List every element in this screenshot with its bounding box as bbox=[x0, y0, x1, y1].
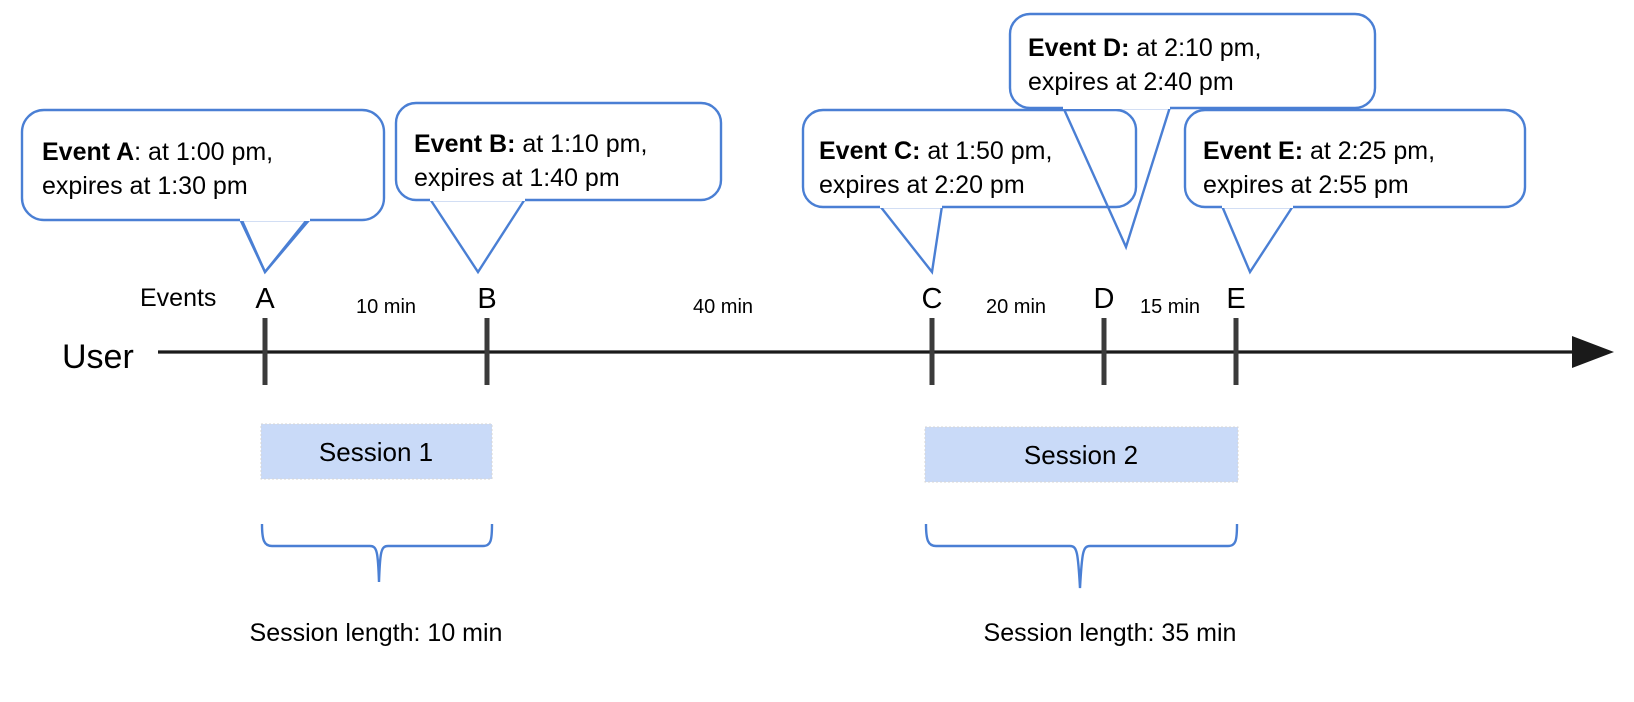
callout-line2-a: expires at 1:30 pm bbox=[42, 172, 248, 200]
callout-sep-c: : bbox=[912, 137, 920, 165]
session-2-brace bbox=[924, 523, 1239, 589]
callout-tail-c bbox=[879, 205, 944, 275]
callout-sep-b: : bbox=[507, 130, 515, 158]
callout-box-b bbox=[394, 101, 723, 202]
callout-tail-e bbox=[1220, 205, 1295, 275]
callout-text-e: Event E: at 2:25 pm, expires at 2:55 pm bbox=[1203, 137, 1442, 199]
session-1-brace bbox=[260, 523, 494, 583]
callout-tail-d bbox=[1061, 106, 1172, 251]
events-row-label: Events bbox=[140, 284, 216, 312]
session-1-length-label: Session length: 10 min bbox=[250, 619, 503, 647]
session-1-group[interactable]: Session 1 Session length: 10 min bbox=[250, 423, 503, 647]
callout-event-d[interactable]: Event D: at 2:10 pm, expires at 2:40 pm bbox=[1008, 12, 1377, 251]
callout-box-a bbox=[20, 108, 386, 222]
callout-tail-b bbox=[428, 198, 527, 275]
callout-lead-e: Event E bbox=[1203, 137, 1295, 165]
callout-box-d bbox=[1008, 12, 1377, 110]
session-1-label: Session 1 bbox=[319, 437, 433, 467]
gap-label-d-e: 15 min bbox=[1140, 296, 1200, 318]
callout-text-b: Event B: at 1:10 pm, expires at 1:40 pm bbox=[414, 130, 654, 192]
callout-lead-c: Event C bbox=[819, 137, 912, 165]
callout-event-b[interactable]: Event B: at 1:10 pm, expires at 1:40 pm bbox=[394, 101, 723, 275]
callout-lead-a: Event A bbox=[42, 138, 134, 166]
callout-line1-a: at 1:00 pm, bbox=[141, 138, 273, 166]
timeline-arrow-icon bbox=[1572, 336, 1614, 368]
callout-line1-b: at 1:10 pm, bbox=[515, 130, 647, 158]
callout-sep-d: : bbox=[1121, 34, 1129, 62]
event-letter-a: A bbox=[255, 283, 275, 315]
session-2-label: Session 2 bbox=[1024, 440, 1138, 470]
callout-box-e bbox=[1183, 108, 1527, 209]
callout-line2-e: expires at 2:55 pm bbox=[1203, 171, 1409, 199]
session-1-bar bbox=[260, 423, 493, 480]
gap-label-c-d: 20 min bbox=[986, 296, 1046, 318]
callout-text-c: Event C: at 1:50 pm, expires at 2:20 pm bbox=[819, 137, 1059, 199]
callout-event-e[interactable]: Event E: at 2:25 pm, expires at 2:55 pm bbox=[1183, 108, 1527, 275]
session-2-length-label: Session length: 35 min bbox=[984, 619, 1237, 647]
callout-tail-outline-a bbox=[238, 218, 311, 275]
event-letter-e: E bbox=[1226, 283, 1245, 315]
callout-text-a: Event A: at 1:00 pm, expires at 1:30 pm bbox=[42, 138, 280, 200]
callout-event-c[interactable]: Event C: at 1:50 pm, expires at 2:20 pm bbox=[801, 108, 1138, 275]
event-letter-d: D bbox=[1094, 283, 1115, 315]
callout-box-c bbox=[801, 108, 1138, 209]
callout-line2-d: expires at 2:40 pm bbox=[1028, 68, 1234, 96]
gap-label-b-c: 40 min bbox=[693, 296, 753, 318]
axis-title-user: User bbox=[62, 338, 134, 376]
callout-lead-b: Event B bbox=[414, 130, 507, 158]
callout-line1-e: at 2:25 pm, bbox=[1303, 137, 1435, 165]
callout-sep-a: : bbox=[134, 138, 141, 166]
callout-event-a[interactable]: Event A: at 1:00 pm, expires at 1:30 pm bbox=[20, 108, 386, 275]
gap-label-a-b: 10 min bbox=[356, 296, 416, 318]
callout-sep-e: : bbox=[1295, 137, 1303, 165]
event-letter-b: B bbox=[477, 283, 496, 315]
session-2-group[interactable]: Session 2 Session length: 35 min bbox=[924, 426, 1239, 647]
callout-line2-b: expires at 1:40 pm bbox=[414, 164, 620, 192]
callout-line1-c: at 1:50 pm, bbox=[920, 137, 1052, 165]
session-2-bar bbox=[924, 426, 1239, 483]
event-letter-c: C bbox=[922, 283, 943, 315]
callout-lead-d: Event D bbox=[1028, 34, 1121, 62]
callout-line2-c: expires at 2:20 pm bbox=[819, 171, 1025, 199]
callout-line1-d: at 2:10 pm, bbox=[1129, 34, 1261, 62]
callout-text-d: Event D: at 2:10 pm, expires at 2:40 pm bbox=[1028, 34, 1268, 96]
